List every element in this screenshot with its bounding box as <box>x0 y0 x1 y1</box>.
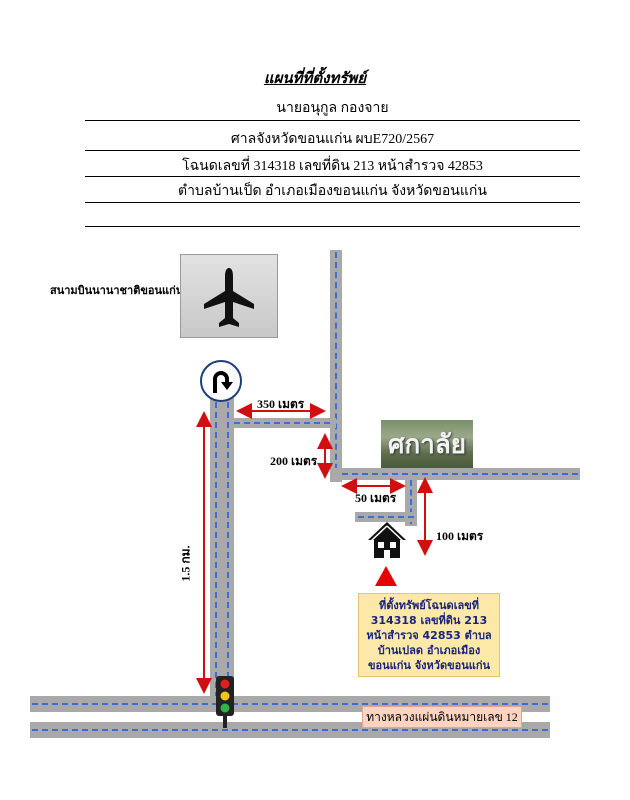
airplane-icon <box>204 268 254 327</box>
location-info: ตำบลบ้านเป็ด อำเภอเมืองขอนแก่น จังหวัดขอ… <box>178 184 487 199</box>
divider-4 <box>85 202 580 203</box>
marker-triangle-icon <box>375 566 397 586</box>
u-turn-icon <box>213 371 233 393</box>
road-property-dashes <box>358 516 414 518</box>
divider-5 <box>85 226 580 227</box>
property-info-box: ที่ตั้งทรัพย์โฉนดเลขที่ 314318 เลขที่ดิน… <box>358 593 500 677</box>
property-info-line-2: 314318 เลขที่ดิน 213 <box>370 614 488 627</box>
map-title: แผนที่ที่ตั้งทรัพย์ <box>263 71 367 87</box>
distance-100m-label: 100 เมตร <box>436 529 484 543</box>
distance-50m-label: 50 เมตร <box>355 491 397 505</box>
traffic-light-icon <box>216 676 234 728</box>
house-icon <box>368 522 406 558</box>
road-connector-dashes <box>234 422 330 424</box>
road-soi-dashes <box>410 480 412 524</box>
road-main-dashes-left <box>215 402 217 698</box>
u-turn-sign <box>200 360 242 402</box>
property-info-line-3: หน้าสำรวจ 42853 ตำบล <box>366 629 492 642</box>
airport-box <box>180 254 278 338</box>
highway-label: ทางหลวงแผ่นดินหมายเลข 12 <box>362 706 522 728</box>
road-north-dashes <box>335 252 337 480</box>
landmark-photo: ศกาลัย <box>381 420 473 468</box>
deed-info: โฉนดเลขที่ 314318 เลขที่ดิน 213 หน้าสำรว… <box>182 159 483 174</box>
property-info-line-1: ที่ตั้งทรัพย์โฉนดเลขที่ <box>379 599 479 612</box>
airport-label: สนามบินนานาชาติขอนแก่น <box>50 285 184 297</box>
property-info-line-4: บ้านเปลด อำเภอเมือง <box>377 644 481 657</box>
distance-1500m-label: 1.5 กม. <box>178 545 193 582</box>
road-main-dashes-right <box>227 402 229 698</box>
property-info-line-5: ขอนแก่น จังหวัดขอนแก่น <box>367 659 491 672</box>
divider-1 <box>85 120 580 121</box>
landmark-label: ศกาลัย <box>387 430 466 460</box>
owner-name: นายอนุกูล กองจาย <box>276 101 389 116</box>
highway-upper-dashes <box>32 703 548 705</box>
divider-3 <box>85 176 580 177</box>
road-east-dashes <box>342 473 578 475</box>
highway-lower-dashes <box>32 729 548 731</box>
case-number: ศาลจังหวัดขอนแก่น ผบE720/2567 <box>230 132 435 147</box>
distance-350m-label: 350 เมตร <box>257 397 305 411</box>
distance-200m-label: 200 เมตร <box>270 454 318 468</box>
road-main-vertical <box>210 398 234 700</box>
divider-2 <box>85 150 580 151</box>
